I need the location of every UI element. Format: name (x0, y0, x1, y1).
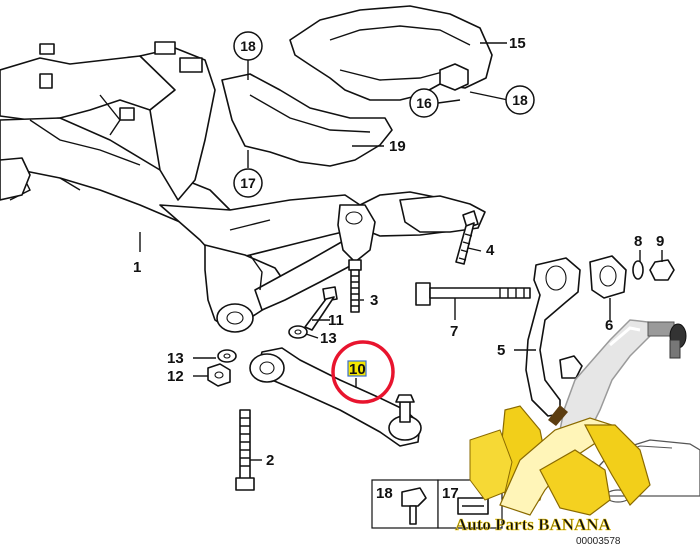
bolt-2 (235, 409, 255, 491)
subframe-drawing (0, 41, 486, 333)
nut-12 (207, 363, 231, 387)
logo-wordmark: Auto Parts BANANA (455, 515, 612, 534)
label-2: 2 (266, 452, 274, 469)
label-13-lower: 13 (167, 350, 184, 367)
label-6: 6 (605, 317, 613, 334)
label-19: 19 (389, 138, 406, 155)
nut-on-arm (559, 355, 583, 379)
label-3: 3 (370, 292, 378, 309)
bushing-6 (589, 255, 627, 299)
callout-17-mid: 17 (233, 168, 263, 198)
label-10: 10 (349, 361, 366, 378)
callout-17-mid-label: 17 (240, 175, 256, 191)
part-photo (559, 319, 687, 441)
label-15: 15 (509, 35, 526, 52)
callout-18-top: 18 (233, 31, 263, 61)
label-18-inset: 18 (376, 485, 393, 502)
nut-9 (649, 259, 675, 281)
label-4: 4 (486, 242, 495, 259)
label-1: 1 (133, 259, 141, 276)
callout-16-label: 16 (416, 95, 432, 111)
label-7: 7 (450, 323, 458, 340)
bolt-3 (348, 259, 362, 313)
bolt-4 (455, 210, 479, 265)
bolt-7 (415, 282, 531, 306)
label-5: 5 (497, 342, 505, 359)
washer-8 (632, 260, 644, 280)
inset-box-18 (371, 479, 439, 529)
washer-13-lower (217, 349, 237, 363)
label-8: 8 (634, 233, 642, 250)
part-numbers: 15 19 1 4 3 7 6 8 9 5 11 13 13 12 2 10 1… (133, 35, 664, 502)
nut-16 (439, 63, 469, 91)
control-arm-10 (249, 347, 422, 447)
label-17-inset: 17 (442, 485, 459, 502)
heat-shield-19 (221, 73, 393, 167)
label-13-upper: 13 (320, 330, 337, 347)
callout-18-top-label: 18 (240, 38, 256, 54)
callout-16: 16 (409, 88, 439, 118)
highlight-ring (331, 340, 395, 404)
highlight-circle (331, 340, 395, 404)
washer-13-upper (288, 325, 308, 339)
label-highlight (347, 360, 367, 377)
callout-18-right-label: 18 (512, 92, 528, 108)
doc-number: 00003578 (576, 536, 621, 547)
callout-18-right: 18 (505, 85, 535, 115)
bolt-11 (304, 286, 338, 331)
label-11: 11 (328, 312, 344, 329)
leader-lines (139, 42, 663, 461)
banana-logo: Auto Parts BANANA (455, 405, 651, 534)
label-12: 12 (167, 368, 184, 385)
label-9: 9 (656, 233, 664, 250)
